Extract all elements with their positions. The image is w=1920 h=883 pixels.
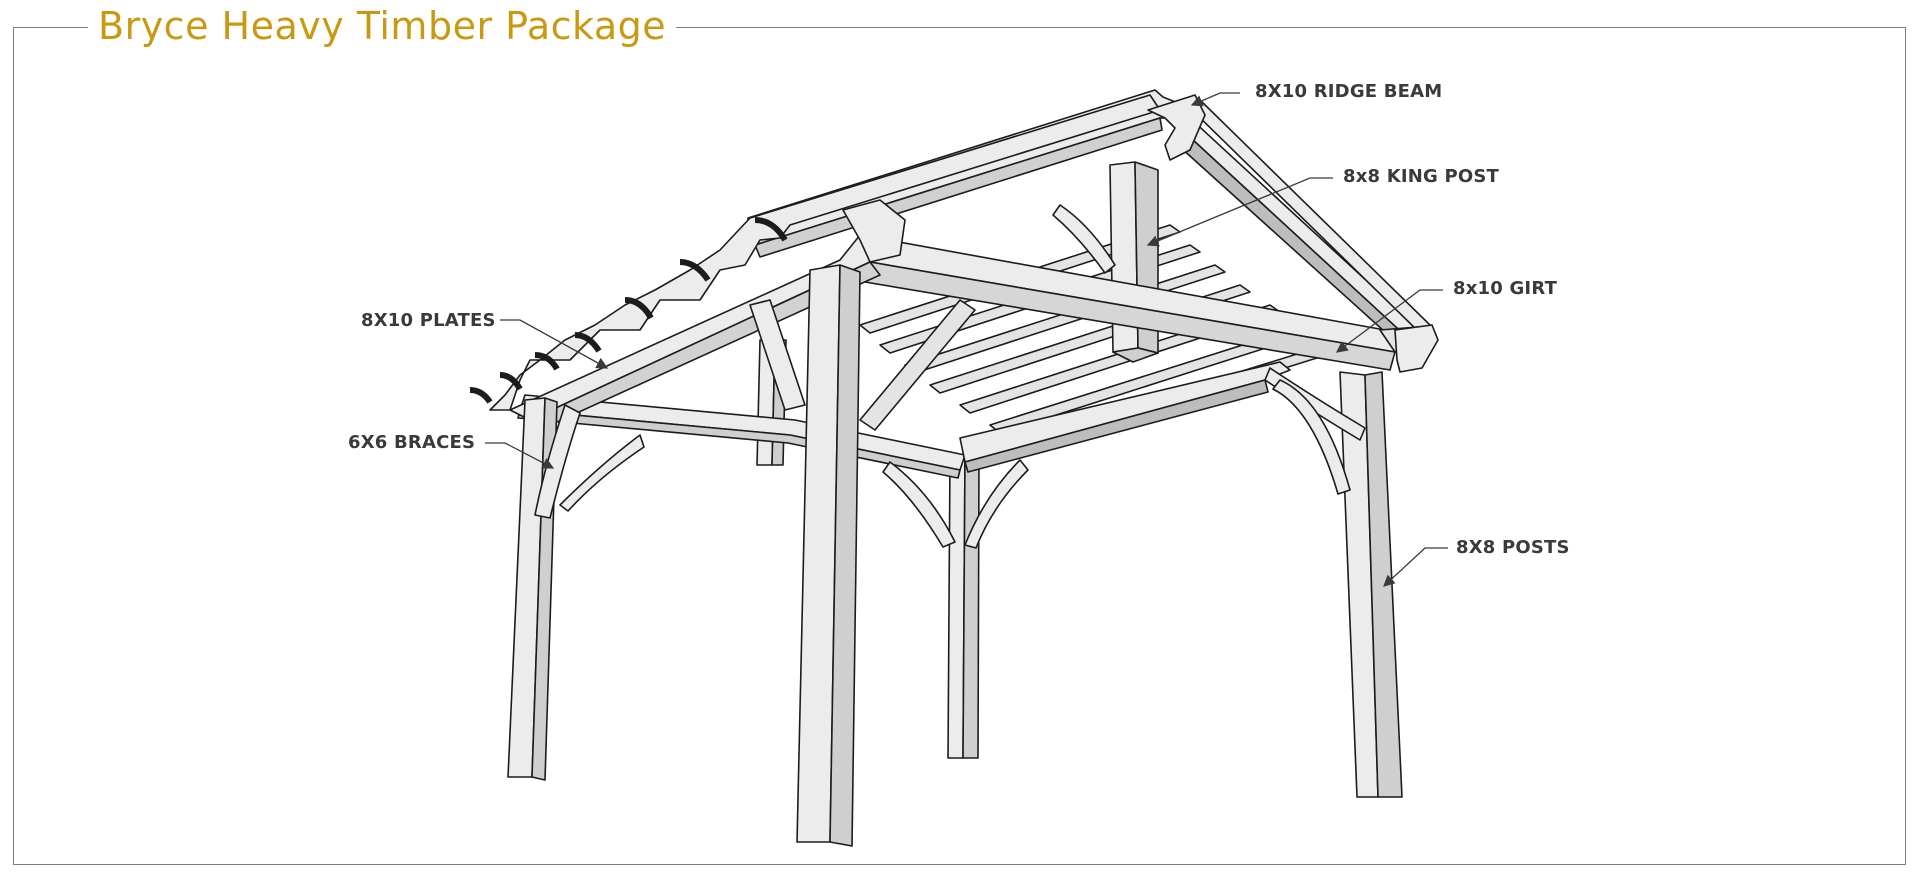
title-container: Bryce Heavy Timber Package (88, 0, 677, 54)
braces-leader (485, 442, 555, 469)
king-post-leader (1146, 177, 1333, 247)
front-right-post (1339, 371, 1403, 798)
diagram-title: Bryce Heavy Timber Package (98, 4, 667, 48)
back-center-post (947, 454, 980, 759)
left-post-brace (534, 404, 645, 519)
girt-leader (1335, 289, 1443, 353)
front-corbel (842, 199, 906, 263)
label-ridge-beam: 8X10 RIDGE BEAM (1255, 81, 1443, 102)
rafter-tails (469, 217, 788, 404)
right-post-brace (1264, 367, 1366, 495)
label-plates: 8X10 PLATES (361, 310, 496, 331)
front-main-post (796, 264, 861, 847)
label-posts: 8X8 POSTS (1456, 537, 1570, 558)
x-braces (749, 299, 976, 431)
label-king-post: 8x8 KING POST (1343, 166, 1500, 187)
girt-corbel (1394, 324, 1439, 373)
front-right-beam (959, 361, 1291, 473)
ridge-brace (1052, 204, 1116, 274)
ridge-beam-leader (1190, 92, 1240, 107)
label-girt: 8x10 GIRT (1453, 278, 1558, 299)
posts-leader (1383, 547, 1448, 587)
plates-leader (500, 319, 609, 369)
king-post (1109, 161, 1159, 363)
front-roof-slope (489, 94, 1161, 411)
label-braces: 6X6 BRACES (348, 432, 476, 453)
center-post-brace (882, 459, 1029, 549)
diagram-frame (13, 27, 1906, 865)
